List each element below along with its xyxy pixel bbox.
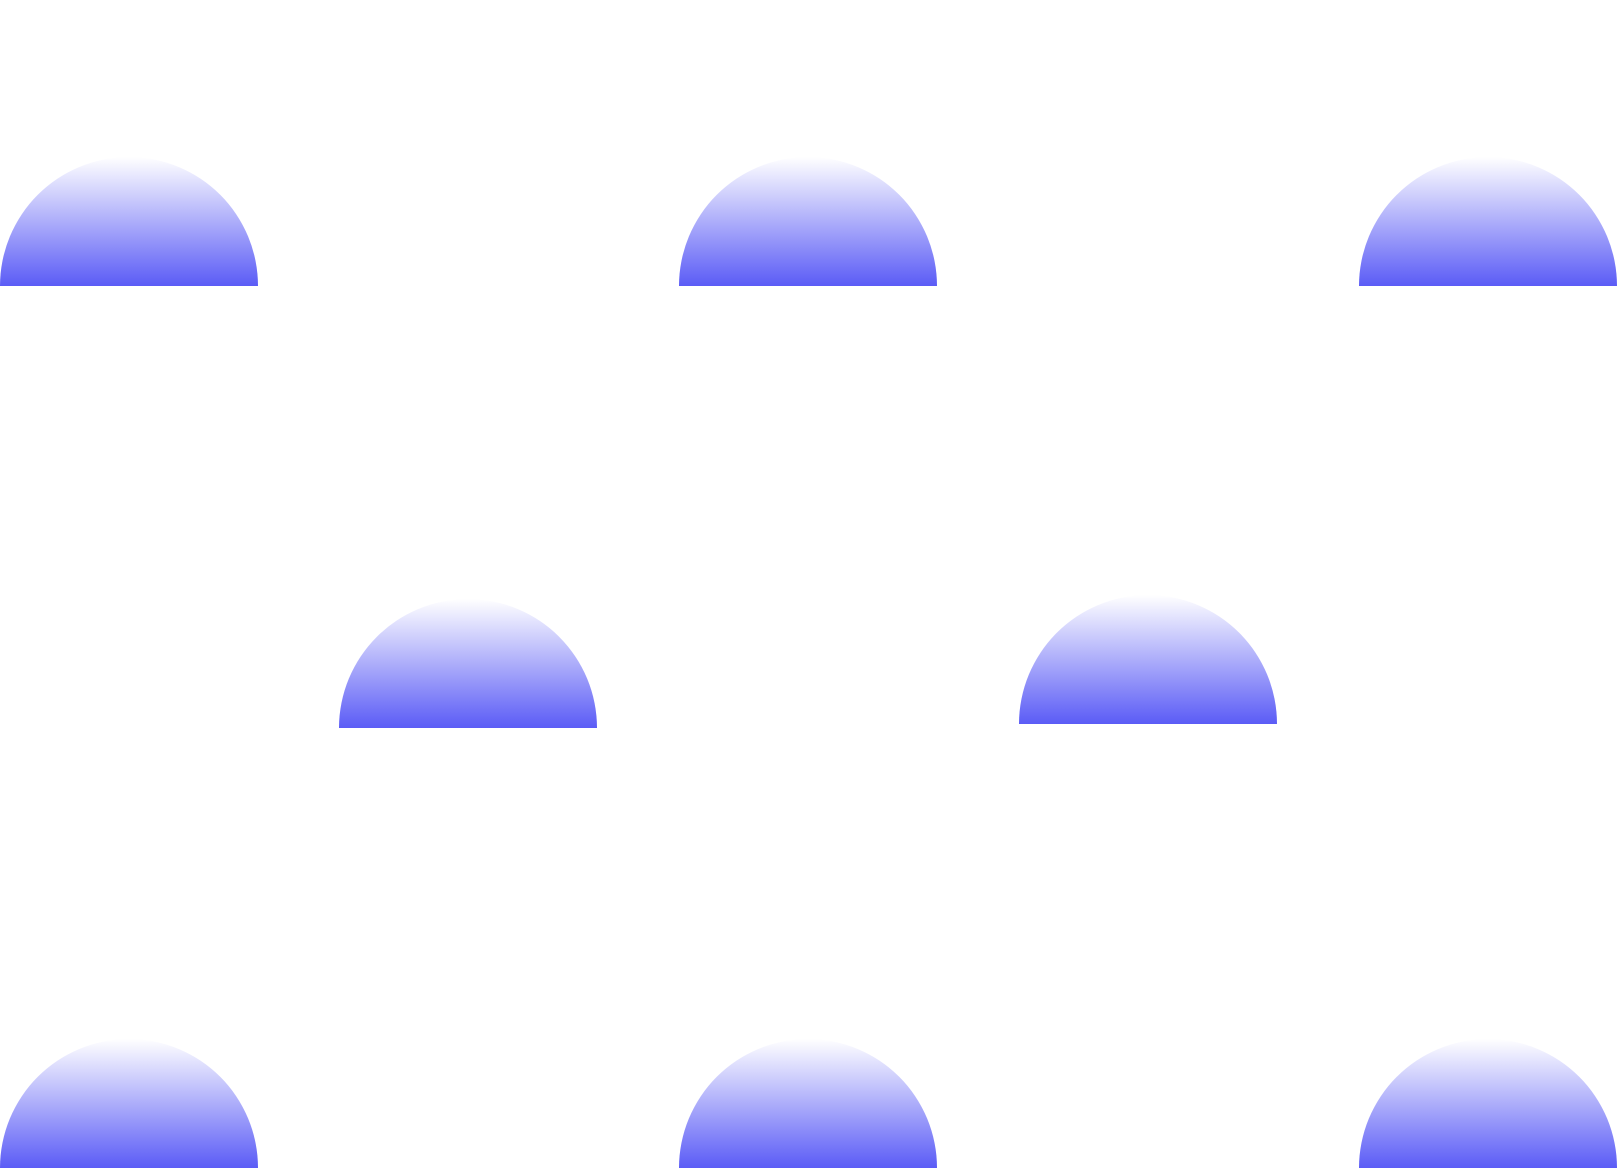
half-dome (1019, 595, 1277, 724)
half-dome (679, 1039, 937, 1168)
half-dome (339, 599, 597, 728)
half-dome (679, 157, 937, 286)
half-dome (1359, 1039, 1617, 1168)
half-dome (1359, 157, 1617, 286)
half-dome (0, 157, 258, 286)
half-dome (0, 1039, 258, 1168)
